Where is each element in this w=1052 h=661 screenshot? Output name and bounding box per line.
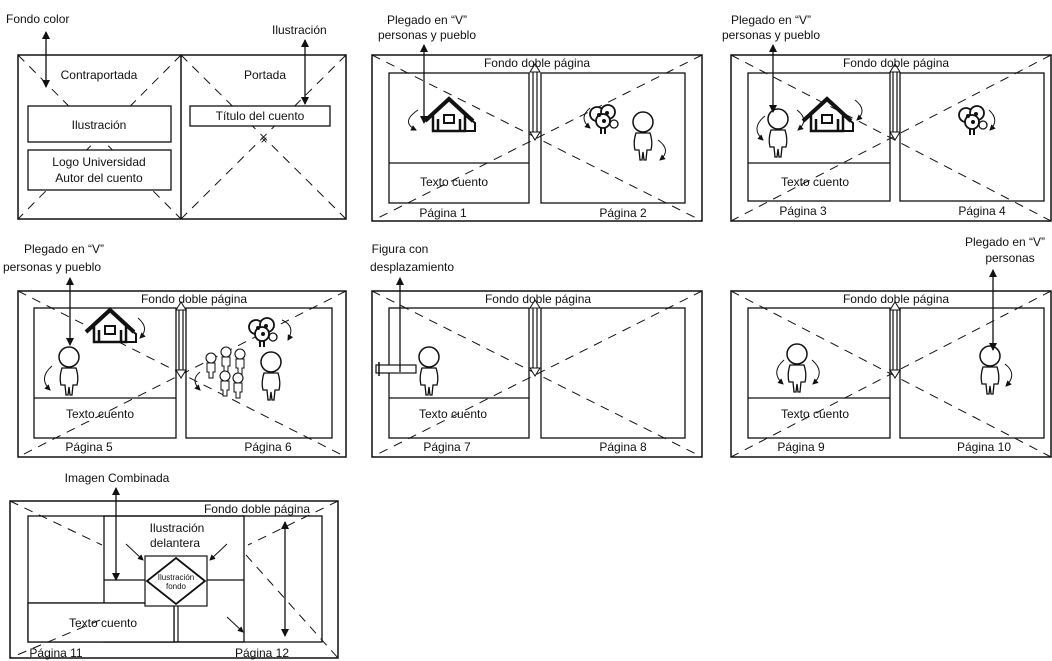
spread-background-label: Fondo doble página <box>843 292 949 306</box>
page-number-left: Página 9 <box>777 440 825 454</box>
fold-arrow-icon <box>44 365 53 391</box>
page-number-right: Página 4 <box>958 204 1006 218</box>
slider-tab <box>375 364 417 374</box>
author-label: Autor del cuento <box>55 171 143 185</box>
spread-9-10: Plegado en “V” personas Fondo doble pági… <box>730 235 1052 458</box>
page-number-left: Página 11 <box>29 646 82 660</box>
story-text-label: Texto cuento <box>781 407 849 421</box>
double-arrow-icon <box>529 299 541 377</box>
spread-5-6: Plegado en “V” personas y pueblo Fondo d… <box>3 242 347 458</box>
fold-arrow-icon <box>281 319 294 341</box>
spread-annotation-line1: Plegado en “V” <box>387 13 467 27</box>
spread-annotation-line2: personas y pueblo <box>3 260 101 274</box>
spread-annotation-line1: Plegado en “V” <box>24 242 104 256</box>
fold-arrow-icon <box>796 109 805 131</box>
spread-background-label: Fondo doble página <box>485 292 591 306</box>
spread-background-label: Fondo doble página <box>204 502 310 516</box>
center-mark: × <box>260 133 267 147</box>
fold-arrow-icon <box>756 115 766 141</box>
story-text-label: Texto cuento <box>419 407 487 421</box>
spread-annotation-line1: Imagen Combinada <box>65 471 170 485</box>
spread-annotation-line2: personas y pueblo <box>722 28 820 42</box>
fold-arrow-icon <box>583 107 591 129</box>
cover-spread: Contraportada Ilustración Logo Universid… <box>6 12 347 220</box>
background-color-label: Fondo color <box>6 12 69 26</box>
back-cover-illustration-label: Ilustración <box>72 118 127 132</box>
spread-background-label: Fondo doble página <box>843 56 949 70</box>
story-text-label: Texto cuento <box>420 175 488 189</box>
story-title-label: Título del cuento <box>216 109 305 123</box>
story-text-label: Texto cuento <box>69 616 137 630</box>
fold-arrow-icon <box>811 359 820 385</box>
page-number-right: Página 2 <box>599 206 647 220</box>
fold-arrow-icon <box>137 317 146 339</box>
page-number-right: Página 8 <box>599 440 647 454</box>
double-arrow-icon <box>175 301 187 379</box>
cover-outline <box>17 54 347 220</box>
fold-arrow-icon <box>854 99 863 121</box>
back-cover-title: Contraportada <box>61 68 138 82</box>
cover-illustration-label: Ilustración <box>272 23 327 37</box>
front-illustration-label-2: delantera <box>150 536 200 550</box>
page-number-left: Página 7 <box>423 440 471 454</box>
double-arrow-icon <box>889 301 901 379</box>
spread-11-12: Imagen Combinada Fondo doble página Ilus… <box>9 471 339 660</box>
fold-arrow-icon <box>657 139 666 161</box>
page-number-left: Página 3 <box>779 204 827 218</box>
spread-1-2: Plegado en “V” personas y pueblo Fondo d… <box>371 13 703 222</box>
fold-arrow-icon <box>1004 363 1013 387</box>
spread-annotation-line1: Figura con <box>372 242 429 256</box>
back-cover-illustration-box <box>27 105 172 143</box>
story-text-label: Texto cuento <box>66 407 134 421</box>
page-number-right: Página 6 <box>244 440 292 454</box>
background-illustration-diamond <box>145 556 207 606</box>
story-text-label: Texto cuento <box>781 175 849 189</box>
fold-arrow-icon <box>776 359 785 385</box>
spread-annotation-line2: personas y pueblo <box>378 28 476 42</box>
fold-arrow-icon <box>408 109 419 131</box>
front-cover-title: Portada <box>244 68 286 82</box>
spread-3-4: Plegado en “V” personas y pueblo Fondo d… <box>722 13 1052 222</box>
page-number-right: Página 10 <box>957 440 1011 454</box>
spread-annotation-line1: Plegado en “V” <box>731 13 811 27</box>
spread-annotation-line2: desplazamiento <box>370 260 454 274</box>
fold-arrow-icon <box>194 371 201 391</box>
logo-label: Logo Universidad <box>52 155 145 169</box>
page-number-left: Página 5 <box>65 440 113 454</box>
spread-annotation-line2: personas <box>985 251 1034 265</box>
page-number-left: Página 1 <box>419 206 467 220</box>
logo-author-box <box>27 149 172 191</box>
story-title-box <box>189 105 331 127</box>
spread-7-8: Figura con desplazamiento Fondo doble pá… <box>370 242 703 458</box>
front-illustration-label-1: Ilustración <box>150 521 205 535</box>
fold-arrow-icon <box>988 109 996 131</box>
double-arrow-icon <box>889 63 901 141</box>
background-illustration-label-2: fondo <box>166 582 187 591</box>
page-number-right: Página 12 <box>235 646 289 660</box>
spread-background-label: Fondo doble página <box>484 56 590 70</box>
background-illustration-label-1: Ilustración <box>158 573 194 582</box>
spread-background-label: Fondo doble página <box>141 292 247 306</box>
spread-annotation-line1: Plegado en “V” <box>965 235 1045 249</box>
double-arrow-icon <box>529 63 541 141</box>
